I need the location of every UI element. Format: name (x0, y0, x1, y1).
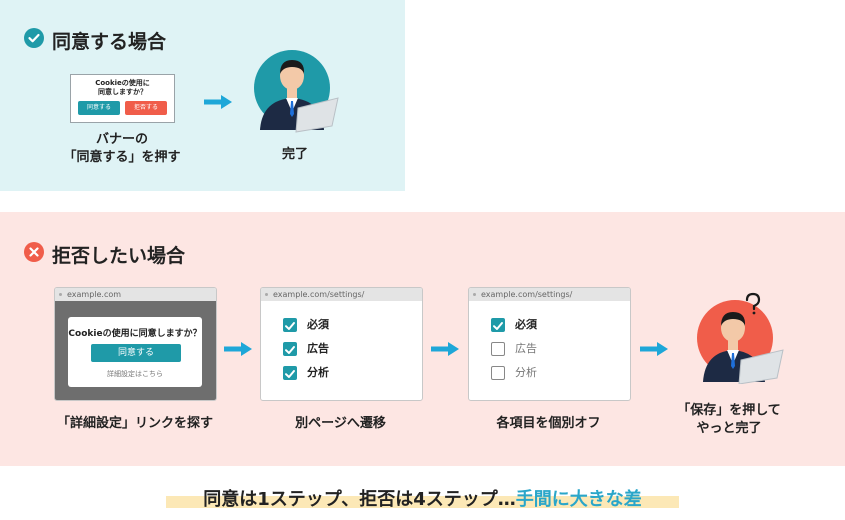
option-label: 必須 (515, 318, 537, 331)
browser-window-step2: example.com/settings/ 必須 広告 分析 (260, 287, 423, 401)
option-label: 必須 (307, 318, 329, 331)
summary-main: 同意は1ステップ、拒否は4ステップ… (203, 489, 516, 510)
dialog-question: Cookieの使用に同意しますか？ (68, 329, 202, 339)
banner-question-line1: Cookieの使用に (95, 79, 150, 87)
option-label: 分析 (307, 366, 329, 379)
checkbox-checked-icon[interactable] (283, 342, 297, 356)
browser-address-bar: example.com/settings/ (469, 288, 630, 301)
browser-window-step1: example.com Cookieの使用に同意しますか？ 同意する 詳細設定は… (54, 287, 217, 401)
browser-url: example.com/settings/ (481, 290, 573, 299)
option-label: 分析 (515, 366, 537, 379)
refuse-step4-caption-line2: やっと完了 (696, 421, 762, 436)
checkbox-unchecked-icon[interactable] (491, 366, 505, 380)
banner-refuse-button[interactable]: 拒否する (125, 101, 167, 115)
arrow-right-icon (640, 341, 668, 360)
confused-person-illustration (693, 292, 788, 388)
dialog-agree-button[interactable]: 同意する (91, 344, 181, 362)
agree-title: 同意する場合 (52, 31, 167, 53)
refuse-title: 拒否したい場合 (52, 245, 186, 267)
arrow-right-icon (204, 94, 232, 113)
summary-highlight (166, 496, 679, 508)
browser-url: example.com (67, 290, 122, 299)
browser-address-bar: example.com/settings/ (261, 288, 422, 301)
refuse-step2-caption: 別ページへ遷移 (295, 416, 386, 431)
browser-url: example.com/settings/ (273, 290, 365, 299)
checkbox-checked-icon[interactable] (283, 366, 297, 380)
browser-address-bar: example.com (55, 288, 216, 301)
agree-step1-caption: バナーの 「同意する」を押す (62, 131, 182, 167)
summary-text: 同意は1ステップ、拒否は4ステップ…手間に大きな差 (0, 485, 845, 511)
banner-question-line2: 同意しますか？ (98, 88, 147, 96)
refuse-step4-caption-line1: 「保存」を押して (677, 403, 781, 418)
refuse-panel: 拒否したい場合 example.com Cookieの使用に同意しますか？ 同意… (0, 212, 845, 466)
refuse-step1-caption: 「詳細設定」リンクを探す (56, 416, 213, 431)
arrow-right-icon (431, 341, 459, 360)
checkbox-checked-icon[interactable] (283, 318, 297, 332)
cross-circle-icon (24, 242, 44, 262)
option-label: 広告 (515, 342, 537, 355)
arrow-right-icon (224, 341, 252, 360)
cookie-dialog: Cookieの使用に同意しますか？ 同意する 詳細設定はこちら (68, 317, 202, 387)
cookie-banner-mini: Cookieの使用に 同意しますか？ 同意する 拒否する (70, 74, 175, 123)
check-circle-icon (24, 28, 44, 48)
browser-window-step3: example.com/settings/ 必須 広告 分析 (468, 287, 631, 401)
checkbox-checked-icon[interactable] (491, 318, 505, 332)
option-label: 広告 (307, 342, 329, 355)
person-laptop-illustration (252, 50, 342, 138)
checkbox-unchecked-icon[interactable] (491, 342, 505, 356)
summary-accent: 手間に大きな差 (515, 489, 642, 510)
agree-step1-caption-line2: 「同意する」を押す (63, 150, 181, 165)
banner-agree-button[interactable]: 同意する (78, 101, 120, 115)
agree-step2-caption: 完了 (281, 147, 308, 162)
refuse-step3-caption: 各項目を個別オフ (496, 416, 601, 431)
agree-panel: 同意する場合 Cookieの使用に 同意しますか？ 同意する 拒否する バナーの… (0, 0, 405, 191)
details-link[interactable]: 詳細設定はこちら (107, 370, 163, 378)
agree-step1-caption-line1: バナーの (95, 132, 148, 147)
refuse-step4-caption: 「保存」を押して やっと完了 (664, 402, 794, 438)
